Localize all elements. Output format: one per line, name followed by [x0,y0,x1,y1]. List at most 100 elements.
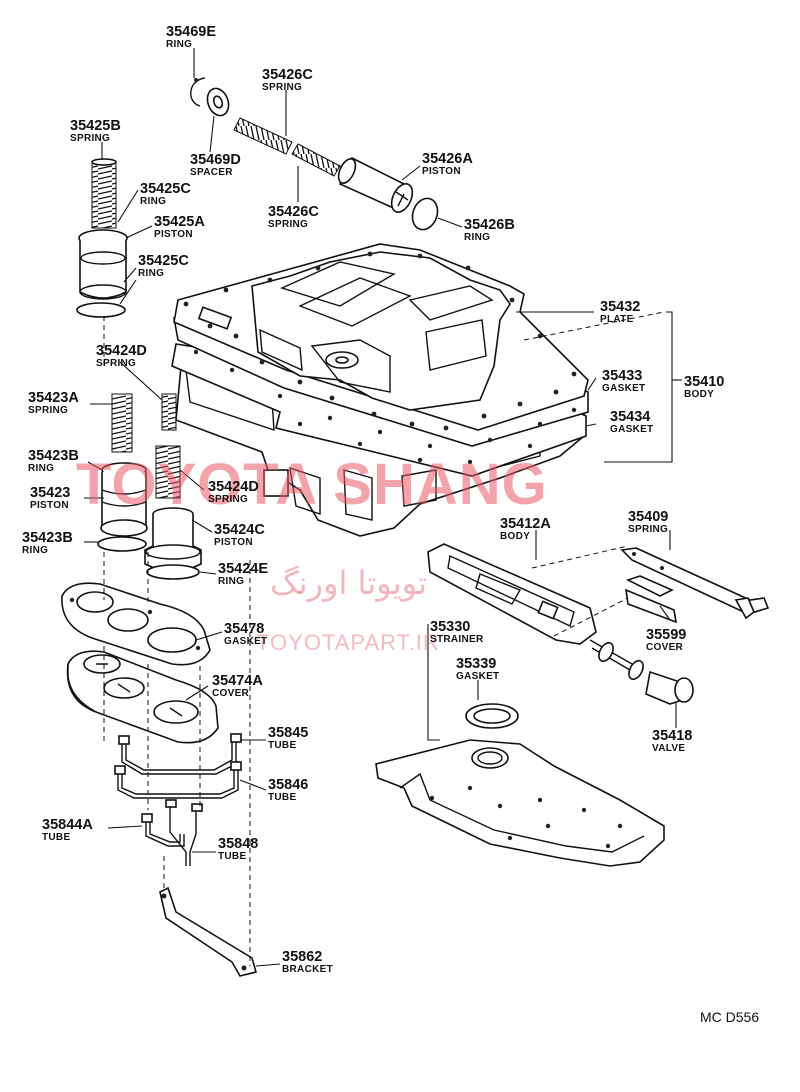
drawing [61,77,770,977]
part-name: TUBE [268,792,296,803]
part-number: 35426B [464,217,515,233]
part-number: 35339 [456,656,496,672]
tube-35848-shape [165,799,203,866]
spring-35425b-shape [91,158,117,229]
spring-35409-shape [620,547,770,620]
part-number: 35862 [282,949,322,965]
part-number: 35848 [218,836,258,852]
part-name: PISTON [214,537,253,548]
cover-35599-shape [625,575,678,624]
part-number: 35474A [212,673,263,689]
spring-35424d-lower-shape [155,445,181,499]
piston-35426a-shape [337,156,414,213]
tube-35845-shape [118,733,242,775]
diagram-code: MC D556 [700,1009,759,1025]
part-number: 35599 [646,627,686,643]
part-name: PLATE [600,314,634,325]
part-name: VALVE [652,743,685,754]
part-number: 35425B [70,118,121,134]
part-number: 35433 [602,368,642,384]
part-number: 35410 [684,374,724,390]
part-name: RING [28,463,54,474]
part-number: 35423B [28,448,79,464]
part-number: 35469D [190,152,241,168]
tube-35846-shape [114,761,242,799]
part-name: SPRING [28,405,68,416]
assembly-lines-left [103,316,251,966]
part-name: PISTON [154,229,193,240]
gasket-35339-shape [465,703,519,729]
part-name: STRAINER [430,634,484,645]
ring-35425c-shape [76,302,126,318]
part-name: BRACKET [282,964,333,975]
part-number: 35845 [268,725,308,741]
watermark: TOYOTA SHANG تویوتا اورنگ TOYOTAPART.IR [76,452,548,655]
part-number: 35425C [140,181,191,197]
part-name: SPRING [268,219,308,230]
part-name: RING [464,232,490,243]
spacer-35469d-shape [206,87,230,117]
part-number: 35478 [224,621,264,637]
part-name: GASKET [456,671,499,682]
part-number: 35424E [218,561,268,577]
spring-35423a-shape [111,393,133,453]
part-number: 35423B [22,530,73,546]
part-number: 35412A [500,516,551,532]
part-name: RING [166,39,192,50]
ring-35426b-shape [411,197,439,231]
piston-35424c-shape [144,507,202,572]
part-name: BODY [684,389,714,400]
part-name: GASKET [602,383,645,394]
valve-body-35410-shape [171,243,589,537]
part-name: COVER [212,688,250,699]
spring-35424d-upper-shape [161,393,177,431]
part-name: TUBE [218,851,246,862]
part-number: 35424D [96,343,147,359]
part-name: SPACER [190,167,233,178]
spring-35426c-upper-shape [233,117,293,155]
part-number: 35424C [214,522,265,538]
part-number: 35426A [422,151,473,167]
piston-35425a-shape [78,229,128,300]
tube-35844a-shape [141,813,185,847]
strainer-35330-shape [375,739,665,867]
watermark-brand: TOYOTA SHANG [76,452,548,517]
part-number: 35846 [268,777,308,793]
